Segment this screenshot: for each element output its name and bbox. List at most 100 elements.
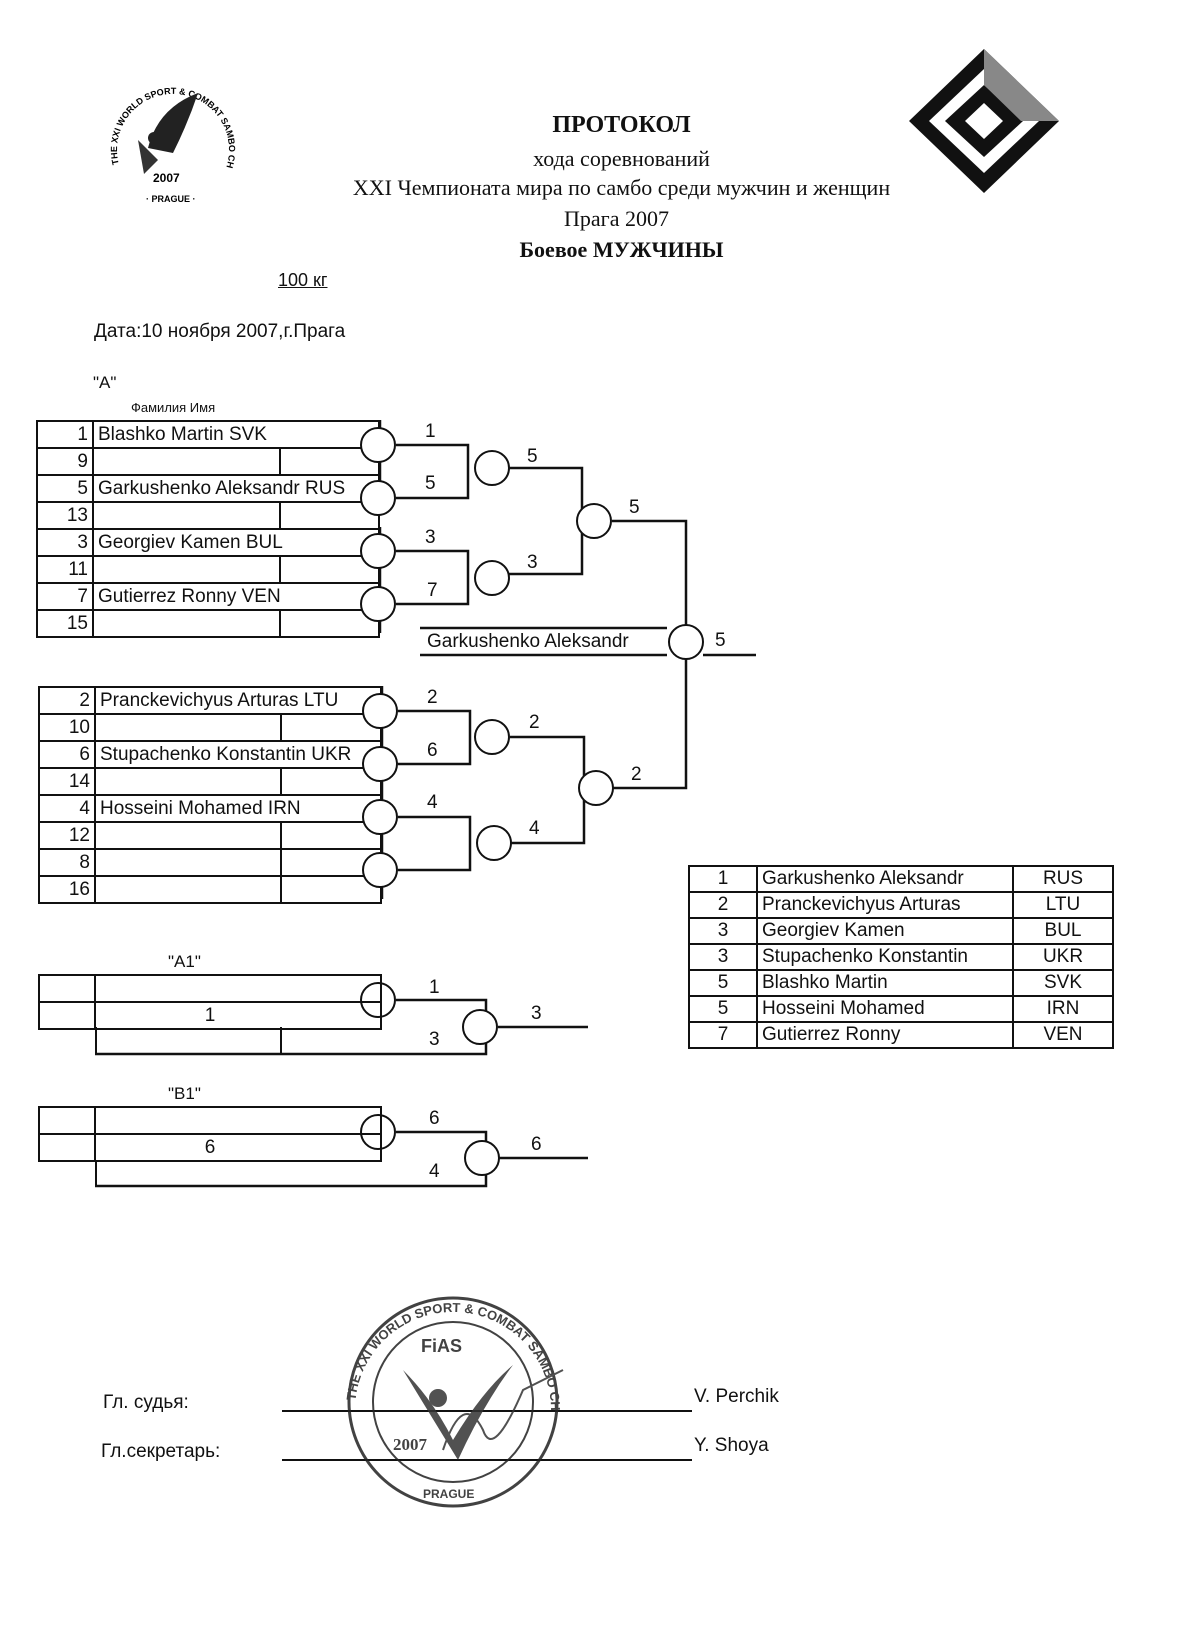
competitor-name [92,555,281,584]
location-line: Прага 2007 [564,206,669,231]
seed: 5 [36,474,94,503]
r1-winner: 6 [427,740,438,761]
result-country: UKR [1012,943,1114,971]
date-line: Дата:10 ноября 2007,г.Прага [94,321,346,342]
judge-signature-line [282,1410,692,1412]
r1-winner: 7 [427,580,438,601]
result-place: 1 [688,865,758,893]
competitor-name: Hosseini Mohamed IRN [94,794,382,823]
r1-winner: 4 [427,792,438,813]
r2-winner: 4 [529,818,540,839]
seed: 7 [36,582,94,611]
result-country: VEN [1012,1021,1114,1049]
r3-winner: 5 [629,497,640,518]
competitor-name: Blashko Martin SVK [92,420,280,449]
pool-a1-table: 1 [38,974,382,1030]
svg-text:· PRAGUE ·: · PRAGUE · [146,194,196,204]
weight-class: 100 кг [278,270,328,290]
secretary-signature-line [282,1459,692,1461]
r1-winner: 5 [425,473,436,494]
seed: 11 [36,555,94,584]
result-name: Blashko Martin [756,969,1014,997]
seed: 3 [36,528,94,557]
championship-line: XXI Чемпионата мира по самбо среди мужчи… [352,175,891,200]
competitor-name [94,848,282,877]
competitor-name: Georgiev Kamen BUL [92,528,380,557]
seed: 8 [38,848,96,877]
result-place: 3 [688,917,758,945]
result-country: SVK [1012,969,1114,997]
result-name: Gutierrez Ronny [756,1021,1014,1049]
pool-b1-third-row [95,1160,97,1187]
result-name: Stupachenko Konstantin [756,943,1014,971]
secretary-label: Гл.секретарь: [101,1441,221,1462]
pool-a1-third-row [95,1027,282,1054]
result-name: Hosseini Mohamed [756,995,1014,1023]
pool-a1-winner: 3 [531,1003,542,1024]
pool-b1-winner: 6 [531,1134,542,1155]
competitor-name [94,875,282,904]
result-name: Pranckevichyus Arturas [756,891,1014,919]
svg-text:2007: 2007 [153,171,180,185]
final-winner-name: Garkushenko Aleksandr [427,631,629,652]
svg-text:PRAGUE: PRAGUE [423,1487,474,1501]
result-country: LTU [1012,891,1114,919]
pool-a1-w2: 3 [429,1029,440,1050]
result-place: 5 [688,995,758,1023]
judge-label: Гл. судья: [103,1392,189,1413]
judge-name: V. Perchik [694,1386,779,1407]
result-country: IRN [1012,995,1114,1023]
seed: 9 [36,447,94,476]
svg-text:FiAS: FiAS [421,1336,462,1356]
competitor-name [94,821,282,850]
pool-b1-table: 6 [38,1106,382,1162]
r1-winner: 3 [425,527,436,548]
r2-winner: 3 [527,552,538,573]
seed: 2 [38,686,96,715]
seed: 4 [38,794,96,823]
championship-logo: THE XXI WORLD SPORT & COMBAT SAMBO CHAMP… [98,78,248,208]
result-place: 5 [688,969,758,997]
final-winner-number: 5 [715,630,726,651]
pool-b1-w2: 4 [429,1161,440,1182]
seed: 14 [38,767,96,796]
seed: 1 [36,420,94,449]
r2-winner: 2 [529,712,540,733]
official-stamp: THE XXI WORLD SPORT & COMBAT SAMBO CHAMP… [333,1290,573,1510]
pool-b1-label: "B1" [168,1084,201,1103]
seed: 10 [38,713,96,742]
result-place: 7 [688,1021,758,1049]
seed: 15 [36,609,94,638]
competitor-name: Stupachenko Konstantin UKR [94,740,382,769]
competitor-name: Gutierrez Ronny VEN [92,582,380,611]
document-title: ПРОТОКОЛ [552,112,691,138]
result-name: Georgiev Kamen [756,917,1014,945]
pool-a-label: "A" [93,373,117,392]
competitor-name [92,609,281,638]
r3-winner: 2 [631,764,642,785]
fias-diamond-logo [905,45,1063,197]
result-name: Garkushenko Aleksandr [756,865,1014,893]
pool-a1-label: "A1" [168,952,201,971]
pool-b1-w1: 6 [429,1108,440,1129]
competitor-name [92,447,281,476]
competitor-name [94,713,282,742]
category-line: Боевое МУЖЧИНЫ [519,237,724,262]
result-country: RUS [1012,865,1114,893]
competitor-name [92,501,281,530]
seed: 16 [38,875,96,904]
secretary-name: Y. Shoya [694,1435,769,1456]
pool-a1-w1: 1 [429,977,440,998]
seed: 6 [38,740,96,769]
result-place: 3 [688,943,758,971]
seed: 12 [38,821,96,850]
